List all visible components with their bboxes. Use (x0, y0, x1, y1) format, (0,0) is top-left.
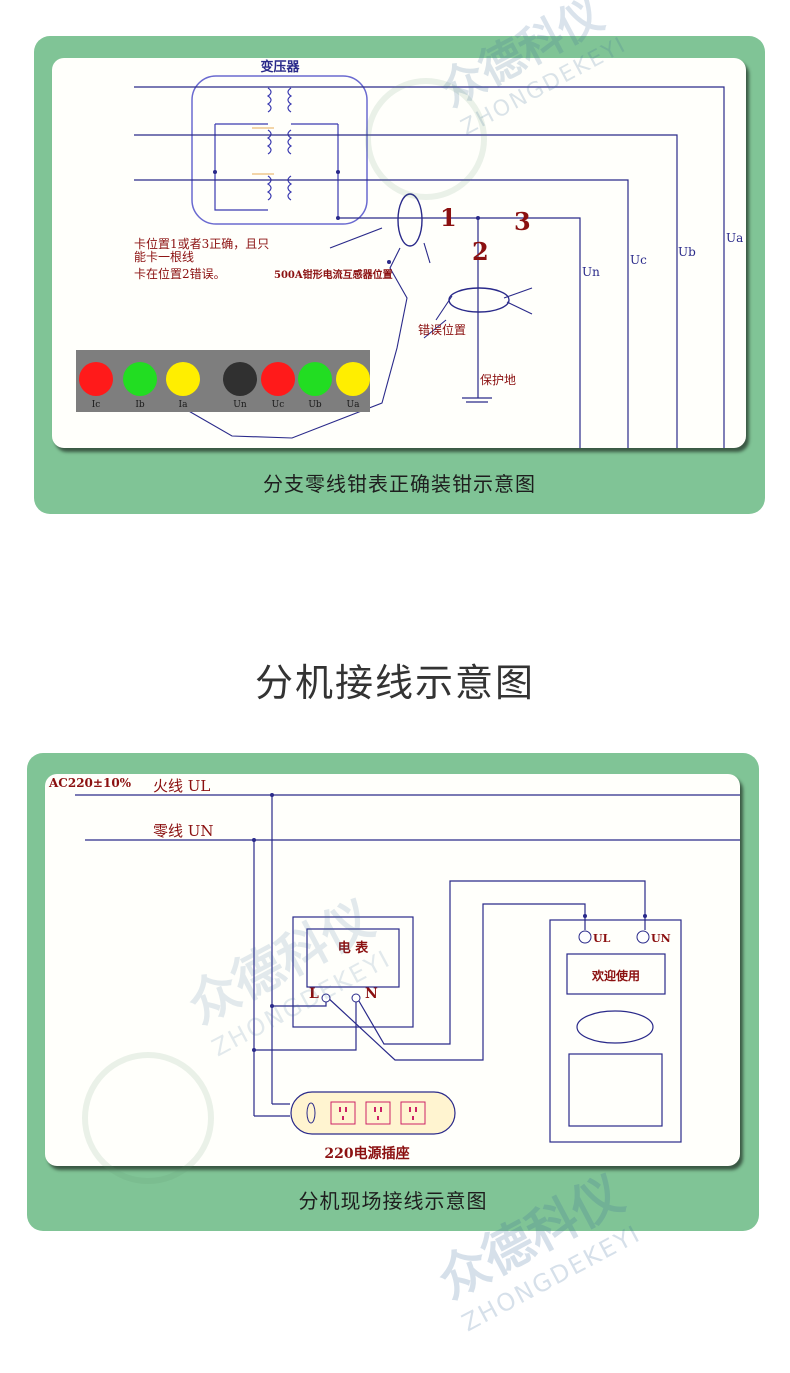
indicator-light-ic (79, 362, 113, 396)
indicator-light-ib (123, 362, 157, 396)
meter-terminal-l: L (309, 986, 319, 1002)
indicator-label-ub: Ub (308, 400, 322, 410)
socket-label: 220电源插座 (324, 1145, 409, 1162)
transformer-coils (214, 87, 339, 218)
phase-ub-label: Ub (678, 245, 696, 259)
indicator-label-ib: Ib (135, 400, 145, 410)
clamp-position-label: 500A钳形电流互感器位置 (274, 268, 393, 281)
diagram-1-caption: 分支零线钳表正确装钳示意图 (263, 472, 536, 496)
device-ul-label: UL (593, 932, 611, 945)
indicator-label-ia: Ia (179, 400, 189, 410)
meter-label: 电 表 (338, 940, 370, 956)
wires (75, 794, 740, 1143)
position-3-label: 3 (514, 207, 531, 236)
note-line-1: 卡位置1或者3正确，且只 (134, 236, 269, 251)
indicator-light-uc (261, 362, 295, 396)
wiring-diagram: AC220±10% 火线 UL 零线 UN (48, 776, 740, 1162)
position-2-label: 2 (472, 237, 489, 266)
section-title: 分机接线示意图 (254, 661, 535, 705)
neutral-wire-label: 零线 UN (153, 822, 214, 840)
indicator-label-uc: Uc (272, 400, 285, 410)
indicator-light-un (223, 362, 257, 396)
indicator-label-un: Un (233, 400, 247, 410)
phase-ua-label: Ua (726, 231, 743, 245)
note-line-3: 卡在位置2错误。 (134, 266, 226, 281)
phase-uc-label: Uc (630, 253, 647, 267)
indicator-label-ua: Ua (347, 400, 361, 410)
clamp-sensor-error (448, 287, 510, 313)
clamp-sensor-correct (397, 193, 423, 247)
device-un-label: UN (651, 932, 671, 945)
diagram-panel-1: 变压器 (52, 58, 746, 448)
diagram-card-2: AC220±10% 火线 UL 零线 UN (27, 753, 759, 1231)
indicator-light-ia (166, 362, 200, 396)
note-line-2: 能卡一根线 (134, 250, 194, 264)
transformer-label: 变压器 (260, 59, 300, 75)
diagram-panel-2: AC220±10% 火线 UL 零线 UN (45, 774, 740, 1166)
power-socket-strip (290, 1091, 456, 1135)
position-1-label: 1 (440, 203, 457, 232)
device-screen-label: 欢迎使用 (591, 968, 640, 983)
error-position-label: 错误位置 (418, 322, 466, 337)
phase-wires (134, 86, 725, 448)
ground-label: 保护地 (480, 373, 516, 387)
supply-label: AC220±10% (48, 776, 132, 790)
meter-terminal-n: N (365, 986, 378, 1002)
diagram-2-caption: 分机现场接线示意图 (298, 1189, 488, 1213)
diagram-card-1: 变压器 (34, 36, 765, 514)
indicator-lights: Ic Ib Ia Un Uc Ub Ua (79, 362, 370, 410)
clamp-diagram: 变压器 (76, 59, 743, 448)
phase-un-label: Un (582, 265, 600, 279)
indicator-label-ic: Ic (92, 400, 101, 410)
transformer-frame (191, 75, 368, 225)
indicator-light-ua (336, 362, 370, 396)
live-wire-label: 火线 UL (153, 777, 210, 795)
indicator-light-ub (298, 362, 332, 396)
